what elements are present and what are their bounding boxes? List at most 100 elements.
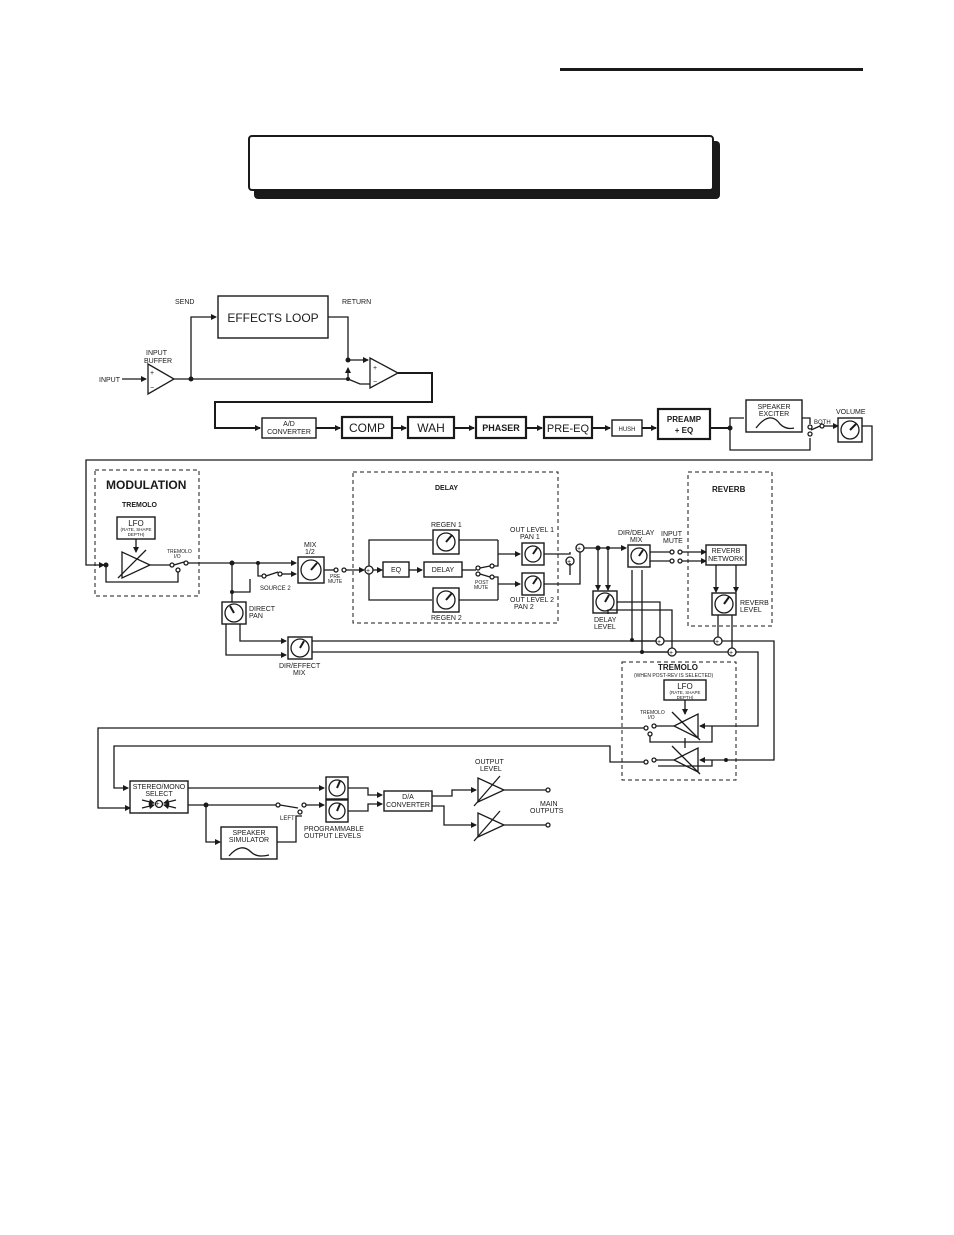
reverb-section: REVERB REVERB NETWORK REVERB LEVEL bbox=[687, 471, 773, 648]
svg-text:+: + bbox=[715, 639, 719, 646]
input-buffer-amp bbox=[147, 362, 176, 396]
svg-text:TREMOLO: TREMOLO bbox=[167, 549, 192, 555]
svg-text:D/A: D/A bbox=[402, 794, 414, 801]
svg-text:LEVEL: LEVEL bbox=[740, 607, 762, 614]
svg-text:1/2: 1/2 bbox=[305, 549, 315, 556]
svg-text:(RATE, SHAPE: (RATE, SHAPE bbox=[121, 527, 152, 532]
svg-text:WAH: WAH bbox=[417, 421, 445, 435]
svg-text:DIR/EFFECT: DIR/EFFECT bbox=[279, 663, 321, 670]
svg-text:LEFT: LEFT bbox=[280, 816, 295, 822]
delay-section: DELAY + REGEN 1 REGEN 2 EQ DELAY POST MU… bbox=[352, 471, 581, 624]
svg-text:MODULATION: MODULATION bbox=[106, 478, 186, 492]
svg-text:PHASER: PHASER bbox=[482, 423, 520, 433]
svg-text:PAN 1: PAN 1 bbox=[520, 534, 540, 541]
svg-text:MUTE: MUTE bbox=[663, 538, 683, 545]
svg-text:MIX: MIX bbox=[630, 537, 643, 544]
svg-text:RETURN: RETURN bbox=[342, 299, 371, 306]
svg-text:TREMOLO: TREMOLO bbox=[122, 502, 158, 509]
svg-text:+: + bbox=[669, 650, 673, 657]
svg-text:POST: POST bbox=[475, 580, 489, 586]
svg-text:−: − bbox=[150, 385, 154, 392]
svg-text:DELAY: DELAY bbox=[435, 485, 458, 492]
svg-text:OUT LEVEL 1: OUT LEVEL 1 bbox=[510, 527, 554, 534]
svg-text:SELECT: SELECT bbox=[145, 791, 173, 798]
svg-text:HUSH: HUSH bbox=[618, 427, 635, 433]
svg-text:DIRECT: DIRECT bbox=[249, 606, 276, 613]
input-label: INPUT bbox=[99, 377, 121, 384]
preamp-eq-block bbox=[656, 407, 712, 441]
svg-text:BOTH: BOTH bbox=[814, 420, 831, 426]
speaker-exciter bbox=[745, 399, 803, 433]
svg-text:TREMOLO: TREMOLO bbox=[640, 710, 665, 716]
svg-text:+: + bbox=[729, 650, 733, 657]
svg-text:STEREO/MONO: STEREO/MONO bbox=[133, 784, 186, 791]
svg-text:OUTPUT LEVELS: OUTPUT LEVELS bbox=[304, 833, 361, 840]
return-amp bbox=[369, 356, 400, 390]
svg-text:PRE-EQ: PRE-EQ bbox=[547, 423, 590, 435]
input-stage: INPUT +− INPUT BUFFER SEND EFFECTS LOOP … bbox=[99, 295, 433, 431]
reverb-network bbox=[705, 544, 747, 566]
svg-text:MAIN: MAIN bbox=[540, 801, 558, 808]
svg-text:CONVERTER: CONVERTER bbox=[267, 429, 311, 436]
effects-loop-label: EFFECTS LOOP bbox=[227, 311, 318, 325]
svg-text:LEVEL: LEVEL bbox=[594, 624, 616, 631]
svg-text:SIMULATOR: SIMULATOR bbox=[229, 837, 269, 844]
svg-text:INPUT: INPUT bbox=[146, 350, 168, 357]
title-box bbox=[248, 135, 714, 191]
svg-text:+ EQ: + EQ bbox=[675, 426, 693, 435]
svg-text:REGEN 2: REGEN 2 bbox=[431, 615, 462, 622]
svg-text:MIX: MIX bbox=[304, 542, 317, 549]
mix-section: SOURCE 2 MIX 1/2 PRE MUTE DIRECT PAN bbox=[188, 542, 365, 625]
output-amp-left bbox=[477, 776, 506, 804]
svg-text:BUFFER: BUFFER bbox=[144, 358, 172, 365]
svg-text:DEPTH): DEPTH) bbox=[677, 695, 694, 700]
svg-text:COMP: COMP bbox=[349, 421, 385, 435]
preamp-chain: A/D CONVERTER COMP WAH PHASER PRE-EQ HUS… bbox=[85, 399, 873, 568]
svg-text:OUT LEVEL 2: OUT LEVEL 2 bbox=[510, 597, 554, 604]
svg-text:REGEN 1: REGEN 1 bbox=[431, 522, 462, 529]
tremolo-vca bbox=[121, 550, 152, 580]
svg-text:MUTE: MUTE bbox=[474, 585, 489, 591]
svg-text:+: + bbox=[373, 365, 377, 372]
svg-text:PREAMP: PREAMP bbox=[667, 415, 702, 424]
svg-text:−: − bbox=[373, 379, 377, 386]
svg-text:SPEAKER: SPEAKER bbox=[232, 830, 265, 837]
svg-text:OUTPUTS: OUTPUTS bbox=[530, 808, 564, 815]
svg-text:+: + bbox=[150, 370, 154, 377]
svg-text:PAN: PAN bbox=[249, 613, 263, 620]
svg-text:REVERB: REVERB bbox=[712, 548, 741, 555]
svg-text:PAN 2: PAN 2 bbox=[514, 604, 534, 611]
svg-text:DELAY: DELAY bbox=[432, 567, 455, 574]
svg-text:REVERB: REVERB bbox=[740, 600, 769, 607]
svg-text:SPEAKER: SPEAKER bbox=[757, 404, 790, 411]
output-amp-right bbox=[477, 811, 506, 839]
svg-text:(WHEN POST-REV IS SELECTED): (WHEN POST-REV IS SELECTED) bbox=[634, 673, 714, 679]
svg-text:LFO: LFO bbox=[677, 682, 693, 691]
svg-text:+: + bbox=[567, 559, 571, 566]
svg-text:EXCITER: EXCITER bbox=[759, 411, 789, 418]
svg-text:VOLUME: VOLUME bbox=[836, 409, 866, 416]
svg-text:TREMOLO: TREMOLO bbox=[658, 663, 698, 672]
header-rule bbox=[560, 68, 863, 71]
svg-text:I/O: I/O bbox=[174, 554, 181, 560]
svg-text:SOURCE 2: SOURCE 2 bbox=[260, 586, 291, 592]
svg-text:I/O: I/O bbox=[648, 715, 655, 721]
svg-text:+: + bbox=[156, 802, 160, 808]
svg-text:DIR/DELAY: DIR/DELAY bbox=[618, 530, 655, 537]
tremolo-post-reverb-section: TREMOLO (WHEN POST-REV IS SELECTED) LFO … bbox=[97, 661, 737, 809]
svg-text:SEND: SEND bbox=[175, 299, 194, 306]
svg-text:DEPTH): DEPTH) bbox=[128, 532, 145, 537]
svg-text:(RATE, SHAPE: (RATE, SHAPE bbox=[670, 690, 701, 695]
svg-text:DELAY: DELAY bbox=[594, 617, 617, 624]
modulation-section: MODULATION TREMOLO LFO (RATE, SHAPE DEPT… bbox=[94, 469, 200, 597]
svg-text:PROGRAMMABLE: PROGRAMMABLE bbox=[304, 826, 364, 833]
svg-text:REVERB: REVERB bbox=[712, 485, 746, 494]
svg-text:INPUT: INPUT bbox=[661, 531, 683, 538]
dir-delay-mix-section: + + DELAY LEVEL DIR/DELAY MIX INPUT MUTE bbox=[565, 530, 707, 654]
svg-text:+: + bbox=[366, 568, 370, 575]
svg-text:A/D: A/D bbox=[283, 421, 295, 428]
svg-text:EQ: EQ bbox=[391, 567, 402, 574]
svg-text:LFO: LFO bbox=[128, 519, 144, 528]
svg-text:OUTPUT: OUTPUT bbox=[475, 759, 505, 766]
svg-text:+: + bbox=[657, 639, 661, 646]
